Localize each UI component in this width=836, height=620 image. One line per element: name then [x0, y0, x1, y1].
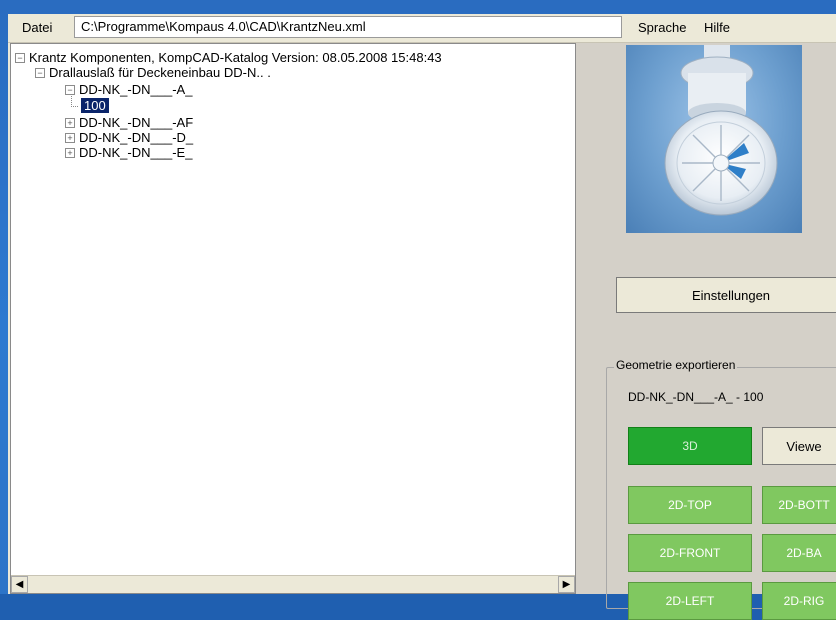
menu-sprache[interactable]: Sprache [638, 20, 687, 35]
tree-item-label: DD-NK_-DN___-A_ [79, 82, 193, 97]
collapse-icon[interactable]: − [15, 53, 25, 63]
application-window: Datei C:\Programme\Kompaus 4.0\CAD\Krant… [8, 14, 836, 620]
collapse-icon[interactable]: − [35, 68, 45, 78]
export-3d-button[interactable]: 3D [628, 427, 752, 465]
export-2d-bottom-button[interactable]: 2D-BOTT [762, 486, 836, 524]
expand-icon[interactable]: + [65, 118, 75, 128]
right-panel: Einstellungen Geometrie exportieren DD-N… [576, 43, 836, 620]
export-group-label: Geometrie exportieren [614, 358, 738, 372]
expand-icon[interactable]: + [65, 133, 75, 143]
scroll-right-button[interactable]: ▶ [558, 576, 575, 593]
tree-root[interactable]: −Krantz Komponenten, KompCAD-Katalog Ver… [15, 50, 442, 65]
export-2d-left-button[interactable]: 2D-LEFT [628, 582, 752, 620]
einstellungen-button[interactable]: Einstellungen [616, 277, 836, 313]
horizontal-scrollbar[interactable]: ◀ ▶ [11, 575, 575, 593]
expand-icon[interactable]: + [65, 148, 75, 158]
tree-item-label: DD-NK_-DN___-D_ [79, 130, 194, 145]
tree-item[interactable]: −DD-NK_-DN___-A_ [65, 82, 192, 97]
diffuser-illustration [664, 45, 778, 216]
menu-bar: Datei C:\Programme\Kompaus 4.0\CAD\Krant… [8, 14, 836, 43]
tree-item[interactable]: + DD-NK_-DN___-D_ [65, 130, 193, 145]
menu-hilfe[interactable]: Hilfe [704, 20, 731, 35]
tree-item-label: DD-NK_-DN___-AF [79, 115, 194, 130]
tree-item-label: DD-NK_-DN___-E_ [79, 145, 193, 160]
tree-item[interactable]: + DD-NK_-DN___-E_ [65, 145, 192, 160]
export-2d-front-button[interactable]: 2D-FRONT [628, 534, 752, 572]
tree-leaf-label: 100 [81, 98, 109, 113]
tree-root-label: Krantz Komponenten, KompCAD-Katalog Vers… [29, 50, 442, 65]
selected-component-code: DD-NK_-DN___-A_ - 100 [628, 390, 764, 404]
tree-group-label: Drallauslaß für Deckeneinbau DD-N.. . [49, 65, 271, 80]
export-2d-right-button[interactable]: 2D-RIG [762, 582, 836, 620]
viewer-button[interactable]: Viewe [762, 427, 836, 465]
export-2d-top-button[interactable]: 2D-TOP [628, 486, 752, 524]
product-image-frame [626, 45, 802, 233]
file-path-field[interactable]: C:\Programme\Kompaus 4.0\CAD\KrantzNeu.x… [74, 16, 622, 38]
tree-leaf-selected[interactable]: 100 [81, 98, 109, 113]
tree-group[interactable]: −Drallauslaß für Deckeneinbau DD-N.. . [35, 65, 271, 80]
tree-item[interactable]: + DD-NK_-DN___-AF [65, 115, 193, 130]
export-2d-back-button[interactable]: 2D-BA [762, 534, 836, 572]
scroll-left-button[interactable]: ◀ [11, 576, 28, 593]
menu-datei[interactable]: Datei [22, 20, 53, 35]
tree-connector [71, 96, 78, 107]
catalog-tree[interactable]: −Krantz Komponenten, KompCAD-Katalog Ver… [10, 43, 576, 594]
collapse-icon[interactable]: − [65, 85, 75, 95]
product-image [626, 45, 802, 233]
